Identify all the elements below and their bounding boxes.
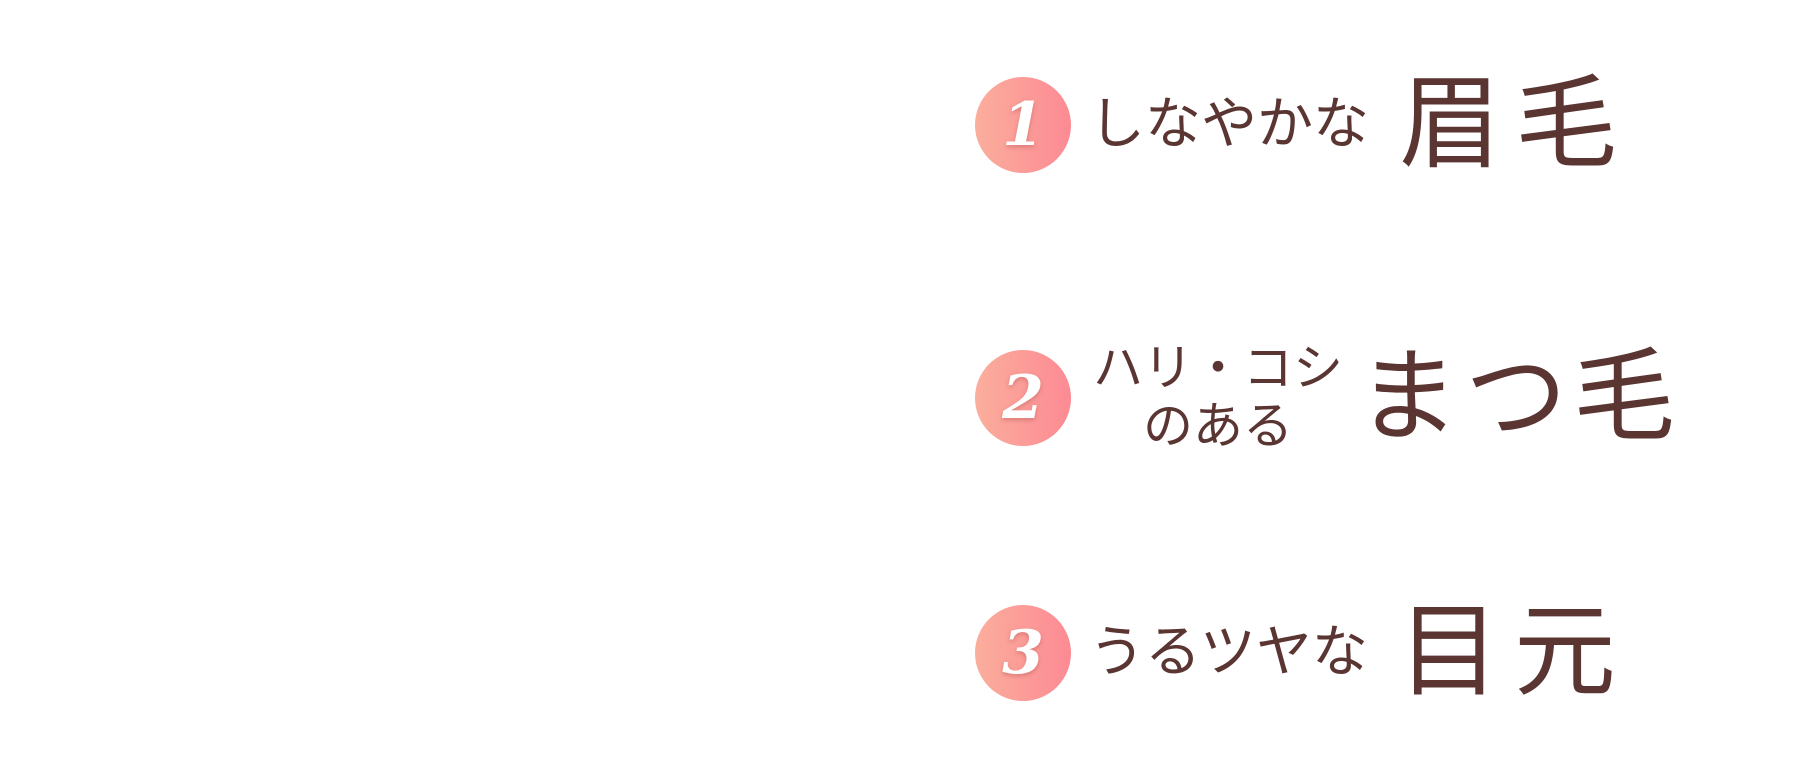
badge-number: 3 [1002, 618, 1044, 688]
number-badge: 1 [975, 77, 1071, 173]
feature-prefix: ハリ・コシ のある [1093, 339, 1343, 455]
number-badge: 3 [975, 605, 1071, 701]
feature-main: まつ毛 [1357, 337, 1681, 457]
feature-prefix: うるツヤな [1089, 620, 1368, 685]
feature-main: 目元 [1397, 593, 1630, 712]
badge-number: 2 [1002, 362, 1044, 433]
feature-prefix-line-2: のある [1143, 396, 1293, 455]
feature-prefix: しなやかな [1089, 92, 1369, 157]
feature-item-eyebrows: 1 しなやかな 眉毛 [975, 74, 1631, 176]
feature-item-eye-area: 3 うるツヤな 目元 [975, 602, 1630, 704]
feature-prefix-line-1: ハリ・コシ [1093, 339, 1343, 397]
feature-main: 眉毛 [1399, 65, 1631, 184]
feature-item-eyelashes: 2 ハリ・コシ のある まつ毛 [975, 337, 1681, 457]
badge-number: 1 [1002, 90, 1044, 160]
number-badge: 2 [975, 349, 1071, 446]
